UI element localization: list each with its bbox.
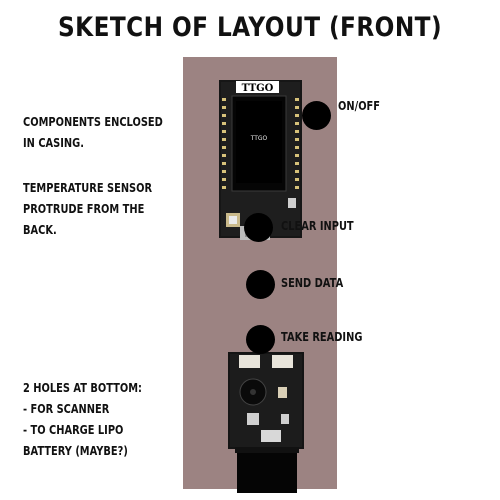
- trigger-button: [278, 387, 287, 398]
- connector-right: [272, 355, 293, 368]
- scanner-module: [237, 447, 297, 493]
- ttgo-header-text: TTGO: [242, 83, 274, 94]
- clear-input-label: CLEAR INPUT: [281, 219, 354, 233]
- connector-left: [239, 355, 260, 368]
- take-reading-button[interactable]: [246, 325, 275, 354]
- on-off-button[interactable]: [302, 101, 331, 130]
- ttgo-screen-text: TTGO: [250, 135, 268, 142]
- clear-input-button[interactable]: [244, 213, 273, 242]
- on-off-label: ON/OFF: [338, 99, 380, 113]
- scanner-board: [228, 352, 304, 493]
- send-data-label: SEND DATA: [281, 276, 343, 290]
- take-reading-label: TAKE READING: [281, 330, 362, 344]
- send-data-button[interactable]: [246, 270, 275, 299]
- ribbon-connector: [261, 430, 281, 442]
